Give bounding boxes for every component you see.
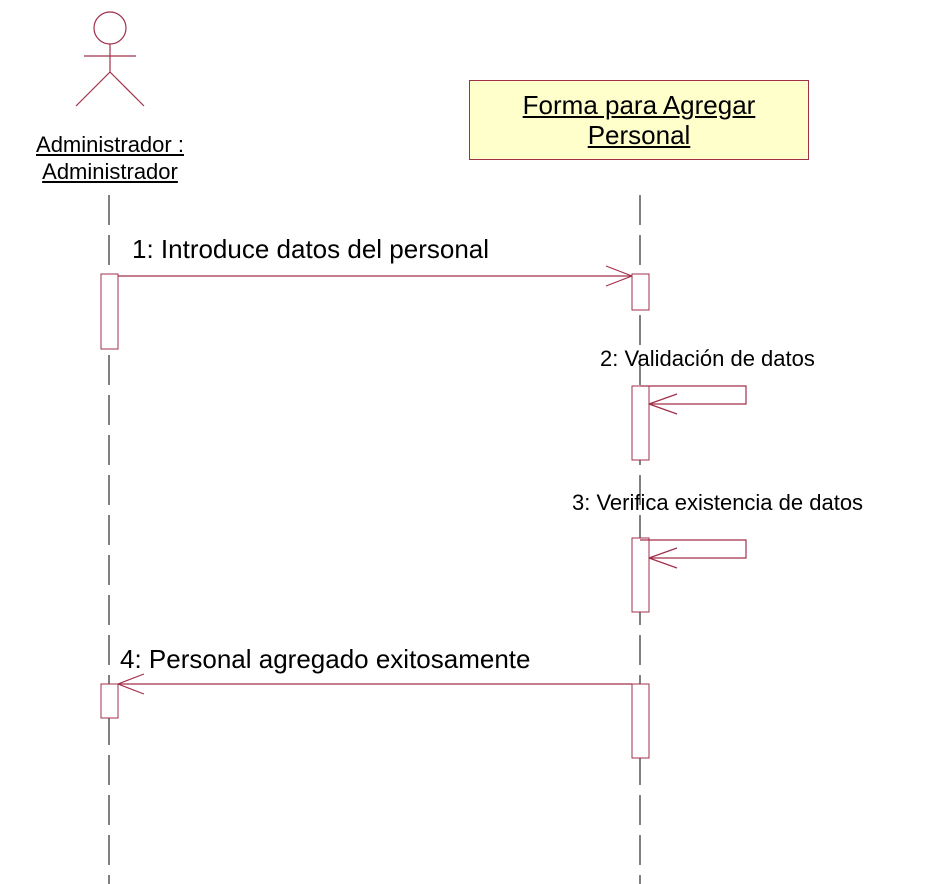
- object-activation-4: [631, 683, 650, 759]
- actor-activation-1: [100, 273, 119, 350]
- message-4-label: 4: Personal agregado exitosamente: [120, 644, 531, 674]
- message-3-label: 3: Verifica existencia de datos: [572, 490, 864, 515]
- actor-stick-figure-icon: [75, 11, 145, 107]
- actor-activation-2: [100, 683, 119, 719]
- object-activation-1: [631, 273, 650, 311]
- message-3-self-arrow: [640, 539, 747, 569]
- message-1-arrow: [118, 265, 633, 287]
- object-label-line2: Personal: [587, 120, 691, 150]
- object-box-forma-agregar-personal: Forma para Agregar Personal: [469, 80, 809, 160]
- object-label-line1: Forma para Agregar: [522, 90, 756, 120]
- message-4-arrow: [117, 673, 632, 695]
- actor-label: Administrador : Administrador: [0, 131, 220, 185]
- message-1-label: 1: Introduce datos del personal: [132, 234, 490, 264]
- object-activation-2: [631, 385, 650, 461]
- object-activation-3: [631, 537, 650, 613]
- message-2-label: 2: Validación de datos: [600, 346, 815, 371]
- actor-label-line2: Administrador: [42, 159, 178, 184]
- actor-label-line1: Administrador :: [36, 132, 184, 157]
- message-2-self-arrow: [640, 385, 747, 415]
